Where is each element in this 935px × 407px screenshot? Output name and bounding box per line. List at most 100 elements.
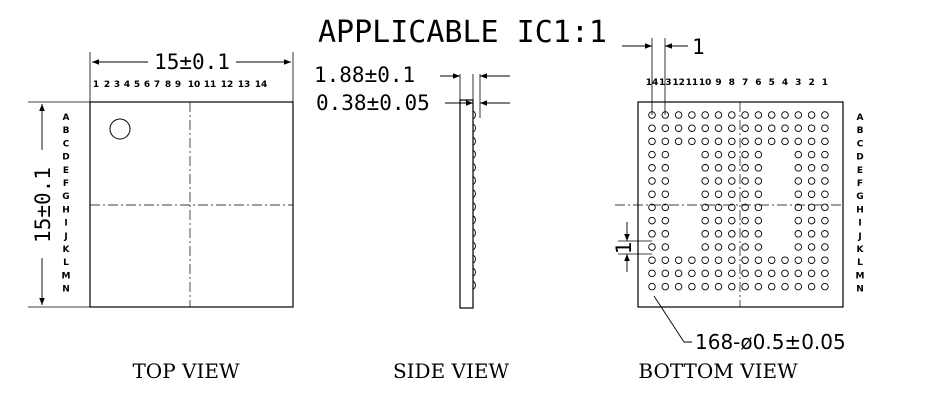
solder-ball bbox=[807, 269, 816, 278]
solder-ball bbox=[648, 216, 656, 225]
top-column-label: 3 bbox=[114, 80, 120, 90]
solder-ball bbox=[741, 177, 749, 185]
solder-ball bbox=[661, 190, 670, 198]
solder-ball bbox=[674, 269, 683, 278]
solder-ball bbox=[741, 137, 749, 146]
top-row-label: A bbox=[63, 113, 70, 123]
solder-ball bbox=[767, 137, 776, 146]
solder-ball bbox=[821, 230, 829, 238]
top-row-label: I bbox=[64, 219, 67, 229]
solder-ball bbox=[661, 282, 670, 291]
top-pitch-dimension: 1 bbox=[692, 35, 705, 59]
solder-ball bbox=[781, 256, 789, 264]
solder-ball bbox=[648, 230, 656, 238]
solder-ball bbox=[754, 150, 763, 159]
solder-ball bbox=[714, 256, 723, 264]
solder-ball bbox=[701, 164, 709, 172]
solder-ball bbox=[661, 124, 670, 132]
side-solder-ball bbox=[472, 123, 476, 133]
solder-ball bbox=[714, 124, 723, 132]
solder-ball bbox=[701, 190, 709, 198]
solder-ball bbox=[701, 177, 709, 185]
top-column-label: 1 bbox=[93, 80, 99, 90]
bottom-column-label: 11 bbox=[686, 78, 699, 88]
side-view: 1.88±0.1 0.38±0.05 SIDE VIEW bbox=[314, 63, 510, 383]
top-row-label: J bbox=[63, 232, 67, 242]
solder-ball bbox=[794, 124, 803, 132]
bottom-row-label: J bbox=[857, 232, 861, 242]
solder-ball bbox=[794, 230, 803, 238]
side-solder-ball bbox=[472, 215, 476, 225]
solder-ball bbox=[728, 164, 736, 172]
solder-ball bbox=[807, 111, 816, 119]
top-row-label: B bbox=[63, 126, 70, 136]
solder-ball bbox=[714, 137, 723, 146]
solder-ball bbox=[794, 190, 803, 198]
solder-ball bbox=[714, 230, 723, 238]
bottom-row-label: F bbox=[857, 179, 863, 189]
bottom-row-label: M bbox=[856, 271, 865, 281]
solder-ball bbox=[741, 203, 749, 212]
solder-ball bbox=[701, 216, 709, 225]
solder-ball bbox=[754, 124, 763, 132]
solder-ball bbox=[754, 203, 763, 212]
solder-ball bbox=[807, 150, 816, 159]
solder-ball bbox=[714, 243, 723, 251]
solder-ball bbox=[821, 150, 829, 159]
top-row-label: D bbox=[62, 153, 69, 163]
top-column-label: 6 bbox=[144, 80, 150, 90]
solder-ball bbox=[688, 111, 696, 119]
top-row-label: E bbox=[63, 166, 69, 176]
bottom-row-label: A bbox=[857, 113, 864, 123]
solder-ball bbox=[648, 177, 656, 185]
solder-ball bbox=[688, 124, 696, 132]
solder-ball bbox=[741, 111, 749, 119]
side-solder-ball bbox=[472, 280, 476, 290]
solder-ball bbox=[714, 216, 723, 225]
solder-ball bbox=[754, 137, 763, 146]
top-column-label: 11 bbox=[204, 80, 217, 90]
solder-ball bbox=[728, 269, 736, 278]
solder-ball bbox=[807, 243, 816, 251]
bottom-column-label: 12 bbox=[672, 78, 685, 88]
side-solder-ball bbox=[472, 136, 476, 146]
ball-spec-annotation: 168-ø0.5±0.05 bbox=[695, 330, 846, 354]
top-row-label: G bbox=[62, 192, 69, 202]
bottom-column-label: 7 bbox=[742, 78, 748, 88]
solder-ball bbox=[821, 269, 829, 278]
bottom-column-label: 10 bbox=[699, 78, 712, 88]
side-solder-ball bbox=[472, 110, 476, 120]
bottom-column-label: 3 bbox=[795, 78, 801, 88]
solder-ball bbox=[807, 203, 816, 212]
solder-ball bbox=[754, 190, 763, 198]
solder-ball bbox=[728, 203, 736, 212]
bottom-view-ball-grid bbox=[648, 111, 829, 291]
solder-ball bbox=[794, 282, 803, 291]
top-row-label: F bbox=[63, 179, 69, 189]
solder-ball bbox=[754, 282, 763, 291]
solder-ball bbox=[741, 230, 749, 238]
solder-ball bbox=[728, 137, 736, 146]
solder-ball bbox=[821, 124, 829, 132]
solder-ball bbox=[661, 243, 670, 251]
top-column-label: 7 bbox=[154, 80, 160, 90]
pin1-marker-circle bbox=[109, 118, 131, 140]
solder-ball bbox=[767, 256, 776, 264]
side-solder-ball bbox=[472, 228, 476, 238]
solder-ball bbox=[701, 124, 709, 132]
side-solder-ball bbox=[472, 176, 476, 185]
solder-ball bbox=[688, 256, 696, 264]
solder-ball bbox=[648, 243, 656, 251]
solder-ball bbox=[794, 203, 803, 212]
solder-ball bbox=[728, 282, 736, 291]
solder-ball bbox=[648, 190, 656, 198]
solder-ball bbox=[648, 269, 656, 278]
bottom-row-label: I bbox=[858, 219, 861, 229]
solder-ball bbox=[661, 256, 670, 264]
bottom-row-label: H bbox=[856, 205, 864, 215]
solder-ball bbox=[754, 164, 763, 172]
solder-ball bbox=[728, 190, 736, 198]
solder-ball bbox=[741, 124, 749, 132]
